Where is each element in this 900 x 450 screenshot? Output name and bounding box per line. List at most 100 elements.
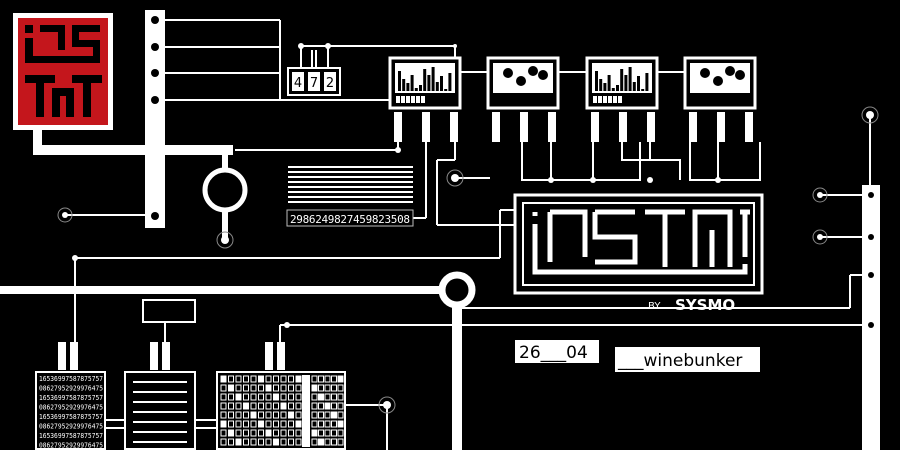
grid-cell: [250, 420, 257, 428]
grid-cell: [258, 429, 264, 437]
instat-logo-red: [13, 13, 113, 130]
grid-cell: [337, 384, 344, 392]
data-line: 16536997587875757: [39, 413, 103, 421]
data-line: 08627952929976475: [39, 404, 103, 412]
grid-cell: [318, 375, 324, 383]
grid-cell: [280, 375, 287, 383]
data-line: 08627952929976475: [39, 442, 103, 450]
bit-grid: [220, 375, 344, 447]
grid-cell: [258, 438, 264, 446]
grid-cell: [288, 375, 294, 383]
grid-cell: [228, 375, 234, 383]
grid-cell: [228, 402, 234, 410]
grid-cell: [235, 438, 242, 446]
grid-cell: [324, 375, 331, 383]
grid-cell: [250, 402, 257, 410]
grid-cell: [235, 429, 242, 437]
grid-cell: [280, 402, 287, 410]
data-line: 08627952929976475: [39, 385, 103, 393]
grid-cell: [265, 402, 272, 410]
grid-cell: [235, 384, 242, 392]
grid-cell: [337, 438, 344, 446]
grid-cell: [243, 393, 249, 401]
event-date: 26___04: [519, 343, 588, 363]
grid-cell: [235, 375, 242, 383]
grid-cell: [324, 438, 331, 446]
grid-cell: [258, 384, 264, 392]
grid-cell: [311, 420, 318, 428]
grid-cell: [220, 393, 227, 401]
grid-cell: [324, 393, 331, 401]
grid-cell: [324, 429, 331, 437]
grid-cell: [250, 429, 257, 437]
grid-cell: [258, 375, 264, 383]
sysmo-brand: SYSMO: [675, 296, 735, 314]
data-line: 16536997587875757: [39, 375, 103, 383]
grid-cell: [243, 438, 249, 446]
grid-cell: [288, 420, 294, 428]
grid-cell: [311, 438, 318, 446]
grid-cell: [243, 402, 249, 410]
cable-bundle: [288, 166, 413, 203]
grid-cell: [311, 393, 318, 401]
grid-cell: [273, 429, 279, 437]
grid-cell: [228, 429, 234, 437]
monitor: [388, 56, 462, 142]
grid-cell: [258, 411, 264, 419]
grid-cell: [337, 393, 344, 401]
grid-cell: [235, 411, 242, 419]
grid-cell: [265, 438, 272, 446]
grid-cell: [250, 438, 257, 446]
grid-cell: [265, 411, 272, 419]
grid-cell: [220, 420, 227, 428]
grid-cell: [295, 429, 302, 437]
grid-cell: [318, 429, 324, 437]
grid-cell: [273, 411, 279, 419]
by-label: BY: [648, 301, 661, 312]
grid-cell: [331, 438, 337, 446]
grid-cell: [273, 384, 279, 392]
grid-cell: [250, 411, 257, 419]
grid-cell: [220, 384, 227, 392]
grid-cell: [331, 429, 337, 437]
grid-cell: [337, 375, 344, 383]
grid-cell: [295, 420, 302, 428]
grid-cell: [295, 375, 302, 383]
grid-cell: [228, 384, 234, 392]
grid-cell: [220, 438, 227, 446]
grid-cell: [288, 429, 294, 437]
grid-cell: [258, 420, 264, 428]
grid-cell: [288, 411, 294, 419]
grid-cell: [318, 384, 324, 392]
grid-cell: [318, 420, 324, 428]
counter-digit: 2: [326, 76, 334, 91]
grid-cell: [273, 393, 279, 401]
data-line: 16536997587875757: [39, 432, 103, 440]
grid-cell: [235, 402, 242, 410]
grid-cell: [280, 384, 287, 392]
grid-cell: [235, 420, 242, 428]
grid-cell: [258, 402, 264, 410]
grid-cell: [235, 393, 242, 401]
grid-cell: [288, 438, 294, 446]
grid-cell: [243, 429, 249, 437]
grid-cell: [311, 429, 318, 437]
grid-cell: [331, 384, 337, 392]
grid-cell: [250, 384, 257, 392]
grid-cell: [288, 402, 294, 410]
data-line: 08627952929976475: [39, 423, 103, 431]
counter-digit: 4: [294, 76, 302, 91]
grid-cell: [265, 420, 272, 428]
grid-cell: [318, 438, 324, 446]
grid-cell: [324, 420, 331, 428]
grid-cell: [295, 438, 302, 446]
grid-cell: [311, 375, 318, 383]
grid-cell: [337, 420, 344, 428]
grid-cell: [295, 384, 302, 392]
grid-cell: [337, 411, 344, 419]
counter-digit: 7: [310, 76, 318, 91]
data-readout: 1653699758787575708627952929976475165369…: [39, 375, 103, 450]
monitor: [585, 56, 659, 142]
grid-cell: [337, 429, 344, 437]
